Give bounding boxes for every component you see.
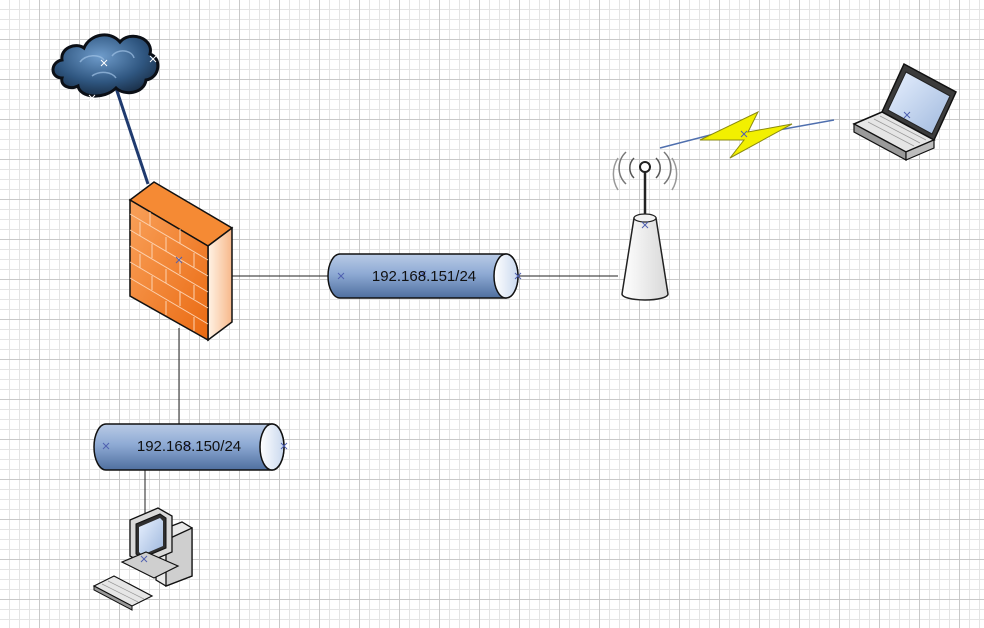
desktop-pc-icon[interactable] xyxy=(92,507,193,611)
cloud-icon[interactable] xyxy=(51,33,160,102)
lightning-bolt-icon xyxy=(699,110,793,159)
wireless-access-point-icon[interactable] xyxy=(612,151,678,301)
network-segment-upper[interactable]: 192.168.151/24 xyxy=(327,253,522,299)
laptop-icon[interactable] xyxy=(852,62,957,162)
segment-label-upper: 192.168.151/24 xyxy=(372,268,476,285)
network-segment-lower[interactable]: 192.168.150/24 xyxy=(93,423,288,471)
link-cloud-firewall xyxy=(114,87,150,185)
segment-label-lower: 192.168.150/24 xyxy=(137,438,241,455)
firewall-icon[interactable] xyxy=(128,181,234,342)
